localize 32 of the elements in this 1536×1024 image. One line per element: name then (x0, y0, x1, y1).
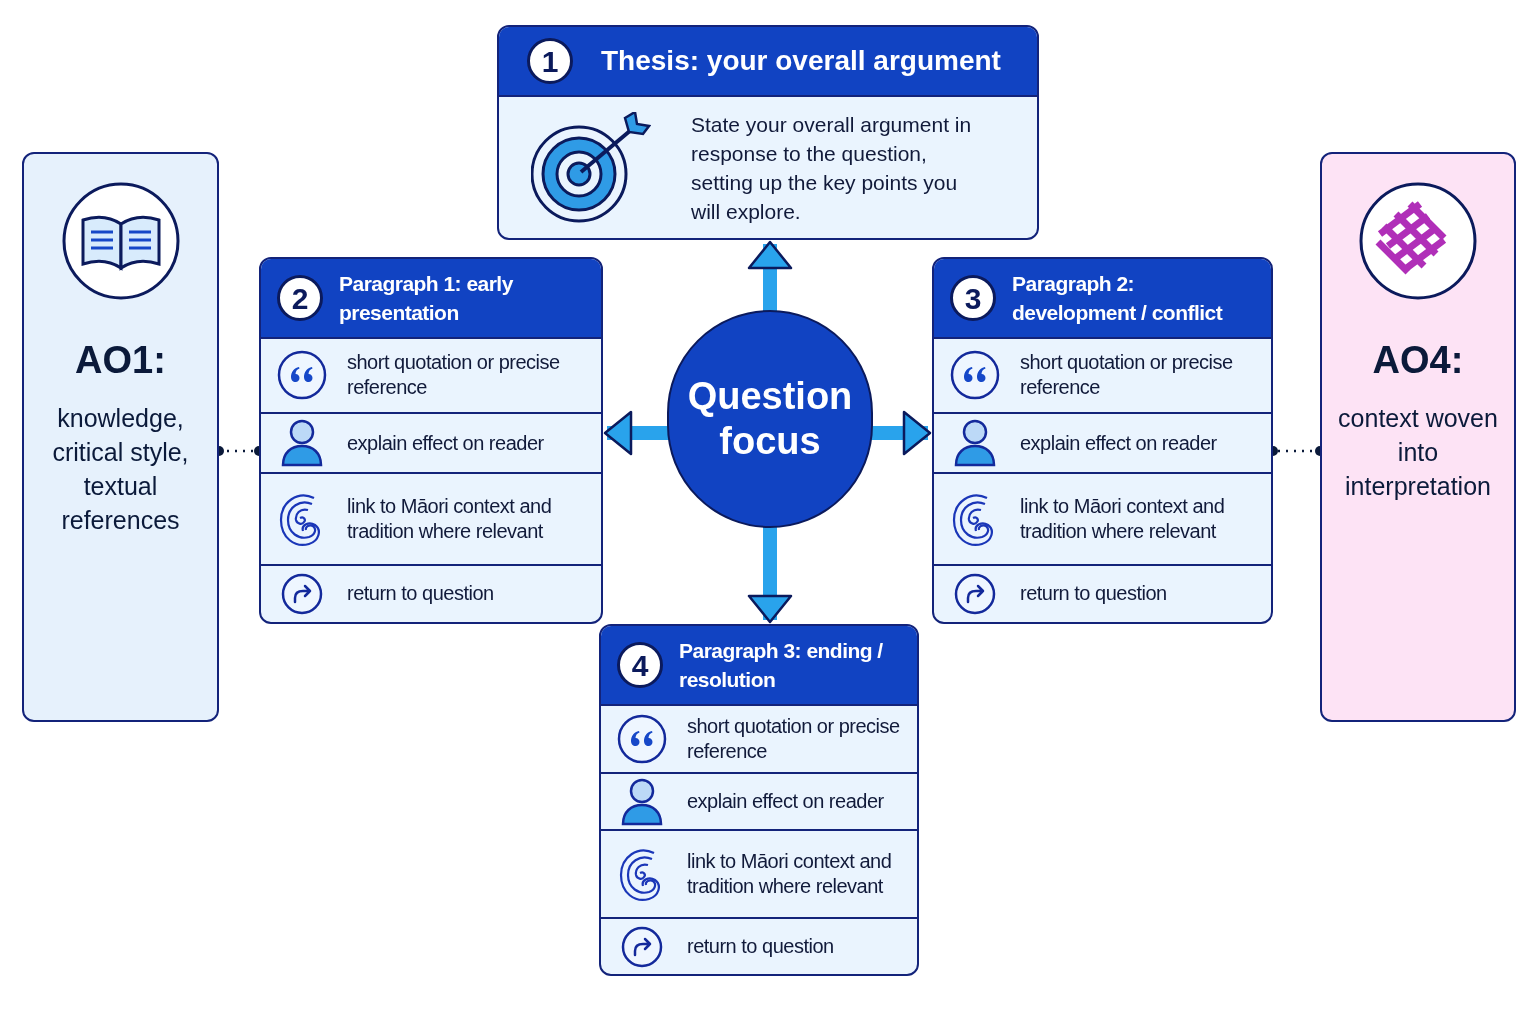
step-number: 2 (277, 275, 323, 321)
row-text: explain effect on reader (687, 789, 884, 815)
thesis-card (497, 25, 1039, 240)
paragraph-card (599, 624, 919, 976)
panel-heading: AO4: (1372, 338, 1464, 383)
panel-heading: AO1: (75, 338, 166, 383)
row-text: return to question (687, 934, 834, 960)
card-title: Thesis: your overall argument (601, 44, 1001, 78)
panel-description: context woven into interpretation (1337, 403, 1499, 502)
row-text: explain effect on reader (1020, 430, 1217, 456)
panel-description: knowledge, critical style, textual references (51, 403, 190, 536)
row-text: return to question (347, 581, 494, 607)
row-text: link to Māori context and tradition where relevant (347, 493, 553, 544)
row-text: short quotation or precise reference (1020, 350, 1234, 401)
step-number: 4 (617, 642, 663, 688)
row-text: explain effect on reader (347, 430, 544, 456)
assessment-panel (1320, 152, 1516, 722)
assessment-panel (22, 152, 219, 722)
row-text: short quotation or precise reference (347, 350, 561, 401)
card-title: Paragraph 2: development / conflict (1012, 271, 1224, 326)
thesis-description: State your overall argument in response to the question, setting up the key points you will explore. (691, 111, 973, 225)
paragraph-card (259, 257, 603, 624)
paragraph-card (932, 257, 1273, 624)
step-number: 3 (950, 275, 996, 321)
row-text: link to Māori context and tradition where relevant (1020, 493, 1226, 544)
card-title: Paragraph 1: early presentation (339, 271, 514, 326)
focus-label: Question focus (687, 374, 853, 464)
row-text: link to Māori context and tradition where relevant (687, 849, 893, 900)
row-text: short quotation or precise reference (687, 714, 901, 765)
step-number: 1 (527, 38, 573, 84)
card-title: Paragraph 3: ending / resolution (679, 638, 884, 693)
row-text: return to question (1020, 581, 1167, 607)
